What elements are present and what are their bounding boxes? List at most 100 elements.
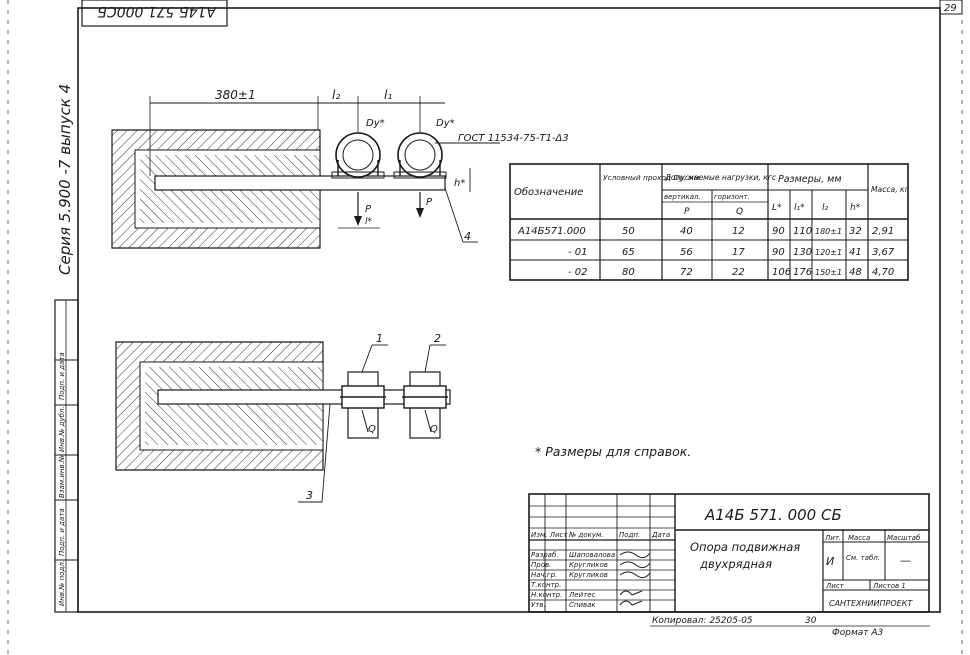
tb-mass-h: Масса — [848, 534, 870, 542]
table-cell-L: 90 — [772, 226, 785, 237]
table-cell-p: 56 — [680, 247, 693, 258]
role-name: Шаповалова — [569, 551, 615, 559]
signature-5 — [619, 600, 643, 606]
table-cell-des: - 01 — [568, 247, 588, 258]
col-header: Подп. — [619, 531, 640, 539]
table-cell-L: 90 — [772, 247, 785, 258]
gost-label: ГОСТ 11534-75-Т1-Δ3 — [458, 133, 569, 144]
dim-l2: l₂ — [332, 88, 340, 102]
table-cell-p: 72 — [680, 267, 693, 278]
pipe-1-upper — [331, 132, 385, 179]
th-sizes: Размеры, мм — [778, 174, 842, 185]
role-name: Лейтес — [568, 591, 596, 599]
dim-dy-1: Dу* — [366, 118, 385, 129]
table-cell-dn: 80 — [622, 267, 635, 278]
callout-4: 4 — [464, 230, 471, 243]
footer-num: 30 — [805, 616, 817, 626]
table-cell-q: 22 — [732, 267, 745, 278]
tb-org: САНТЕХНИИПРОЕКТ — [829, 599, 913, 608]
table-cell-dn: 65 — [622, 247, 635, 258]
role-label: Пров. — [531, 561, 551, 569]
role-label: Изм. Лист — [531, 531, 568, 539]
tb-sheets-h: Листов 1 — [872, 582, 906, 590]
footer-format: Формат А3 — [832, 628, 884, 638]
support-bar-upper — [154, 175, 446, 191]
dim-length: 380±1 — [215, 88, 256, 102]
th-h: h* — [850, 203, 861, 213]
top-stamp: А14Б 571.000СБ — [97, 3, 217, 19]
signature-4 — [619, 590, 643, 596]
table-cell-des: - 02 — [568, 267, 588, 278]
binding-label: Инв.№ подл. — [58, 560, 66, 606]
role-label: Утв. — [531, 601, 546, 609]
th-l1: l₁* — [794, 203, 805, 213]
table-cell-l2: 120±1 — [815, 248, 842, 257]
role-label: Т.контр. — [531, 581, 561, 589]
tb-mass-v: См. табл. — [846, 554, 880, 562]
th-l2: l₂ — [822, 203, 829, 213]
table-cell-q: 17 — [732, 247, 745, 258]
page-number: 29 — [944, 3, 957, 14]
dim-dy-2: Dу* — [436, 118, 455, 129]
binding-strip — [54, 299, 79, 613]
role-label: Разраб. — [531, 551, 559, 559]
table-cell-m: 3,67 — [872, 247, 895, 258]
doc-name-1: Опора подвижная — [690, 540, 800, 554]
pipe-2-upper — [393, 132, 447, 179]
th-vert: вертикал. — [664, 193, 701, 201]
dim-h: h* — [454, 178, 465, 189]
tb-scale-h: Масштаб — [887, 534, 921, 542]
signature-3 — [619, 571, 651, 579]
binding-label: Подп. и дата — [58, 508, 66, 556]
th-mass: Масса, кг — [871, 185, 910, 194]
table-cell-dn: 50 — [622, 226, 635, 237]
tb-sheet-h: Лист — [825, 582, 845, 590]
role-label: Нач.гр. — [531, 571, 557, 579]
footnote: * Размеры для справок. — [535, 444, 691, 459]
th-q: Q — [736, 207, 743, 217]
table-cell-p: 40 — [680, 226, 693, 237]
binding-label: Взам.инв.№ — [58, 455, 66, 498]
title-block — [528, 493, 930, 613]
callout-1: 1 — [376, 332, 383, 345]
role-label: Н.контр. — [531, 591, 562, 599]
th-L: L* — [772, 203, 782, 213]
footer-copied: Копировал: 25205-05 — [652, 616, 753, 626]
signature-1 — [619, 551, 651, 559]
table-cell-m: 2,91 — [872, 226, 894, 237]
binding-label: Инв.№ дубл. — [58, 406, 66, 452]
table-cell-des: А14Б571.000 — [517, 226, 586, 237]
load-q-2: Q — [430, 424, 438, 435]
clamp-1-lower — [340, 371, 386, 439]
table-cell-l1: 110 — [793, 226, 812, 237]
load-p-1: P — [365, 204, 372, 215]
table-cell-l1: 176 — [793, 267, 812, 278]
tb-lit-v: И — [826, 555, 834, 568]
th-horiz: горизонт. — [714, 193, 750, 201]
callout-3: 3 — [306, 489, 313, 502]
top-stamp-box — [81, 0, 228, 27]
callout-2: 2 — [434, 332, 441, 345]
th-p: P — [684, 207, 690, 217]
th-designation: Обозначение — [514, 186, 583, 198]
th-loads: Допускаемые нагрузки, кгс — [664, 173, 777, 182]
table-cell-h: 48 — [849, 267, 862, 278]
role-name: Кругликов — [569, 561, 608, 569]
table-cell-q: 12 — [732, 226, 745, 237]
th-dn: Условный проход Dу, мм — [603, 173, 700, 182]
table-cell-l1: 130 — [793, 247, 812, 258]
side-title: Серия 5.900 -7 выпуск 4 — [56, 84, 74, 275]
col-header: Дата — [651, 531, 670, 539]
dim-l-lower: l* — [365, 217, 373, 227]
dim-l1: l₁ — [384, 88, 392, 102]
doc-code: А14Б 571. 000 СБ — [704, 506, 842, 524]
table-cell-l2: 180±1 — [815, 227, 842, 236]
role-name: Спивак — [569, 601, 596, 609]
doc-name-2: двухрядная — [699, 557, 772, 571]
table-cell-h: 41 — [849, 247, 862, 258]
binding-label: Подп. и дата — [58, 352, 66, 400]
table-cell-h: 32 — [849, 226, 862, 237]
